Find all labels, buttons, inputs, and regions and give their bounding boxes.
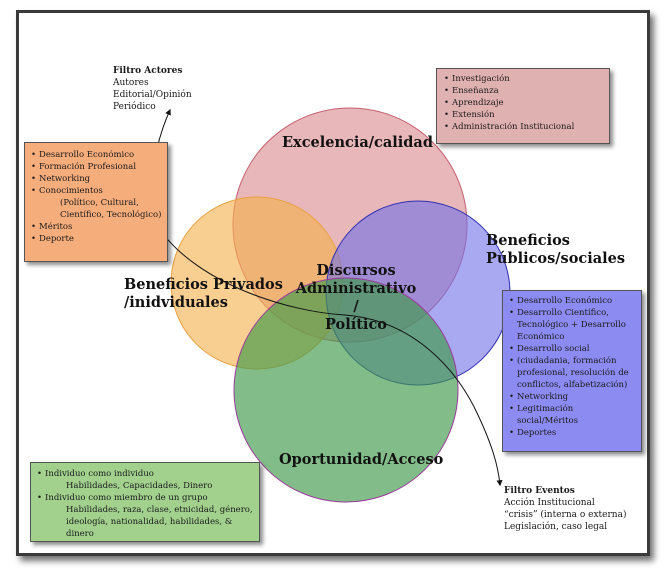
list-item: Aprendizaje [443,97,603,109]
filtro-actores-title: Filtro Actores [113,66,183,76]
list-item: (ciudadania, formación profesional, reso… [508,355,636,391]
arrow-filtro-eventos [344,314,503,487]
filtro-eventos-item: “crisis” (interna o externa) [504,510,627,520]
list-item: Desarrollo social [508,343,636,355]
label-excelencia: Excelencia/calidad [282,134,433,151]
center-label: Discursos Administrativo / Político [294,262,418,334]
filtro-actores-item: Editorial/Opinión [113,90,192,100]
list-subitem: Científico, Tecnológico) [60,210,162,220]
filtro-eventos: Filtro Eventos Acción Institucional “cri… [504,485,626,533]
center-line2: Administrativo / [295,280,417,315]
label-publicos-line2: Públicos/sociales [486,250,626,267]
label-privados-line1: Beneficios Privados [124,276,283,293]
list-item: Individuo como individuo [36,468,254,480]
filtro-eventos-title: Filtro Eventos [504,486,575,496]
circle-oportunidad [233,277,459,503]
list-item: Extensión [443,109,603,121]
filtro-eventos-item: Legislación, caso legal [504,522,608,532]
filtro-actores-item: Periódico [113,102,156,112]
list-item: Desarrollo Económico [508,295,636,307]
list-item: Individuo como miembro de un grupo [36,492,254,504]
filtro-eventos-item: Acción Institucional [504,498,595,508]
list-item: Conocimientos [30,185,162,197]
center-line3: Político [325,316,387,333]
list-item: Enseñanza [443,85,603,97]
list-item: Formación Profesional [30,161,162,173]
box-publicos: Desarrollo Económico Desarrollo Científi… [502,290,642,452]
label-privados-line2: /inidviduales [124,294,228,311]
list-item: Investigación [443,73,603,85]
list-item: Legitimación social/Méritos [508,403,636,427]
list-item: Administración Institucional [443,121,603,133]
center-line1: Discursos [316,262,396,279]
box-oportunidad: Individuo como individuo Habilidades, Ca… [30,462,260,542]
list-subitem: Habilidades, raza, clase, etnicidad, gén… [66,505,253,515]
box-privados: Desarrollo Económico Formación Profesion… [24,142,168,262]
label-publicos: Beneficios Públicos/sociales [486,232,625,268]
list-item: Méritos [30,221,162,233]
label-publicos-line1: Beneficios [486,232,570,249]
label-oportunidad: Oportunidad/Acceso [279,451,444,468]
list-item: Desarrollo Económico [30,149,162,161]
label-privados: Beneficios Privados /inidviduales [124,276,283,312]
list-item: Desarrollo Científico, Tecnológico + Des… [508,307,636,343]
list-item: Deportes [508,427,636,439]
list-item: Networking [508,391,636,403]
list-subitem: Habilidades, Capacidades, Dinero [66,481,213,491]
list-item: Deporte [30,233,162,245]
list-subitem: ideología, nationalidad, habilidades, & … [66,517,233,539]
box-excelencia: Investigación Enseñanza Aprendizaje Exte… [436,68,610,144]
filtro-actores-item: Autores [113,78,149,88]
list-item: Networking [30,173,162,185]
filtro-actores: Filtro Actores Autores Editorial/Opinión… [113,65,192,113]
list-subitem: (Político, Cultural, [60,198,139,208]
